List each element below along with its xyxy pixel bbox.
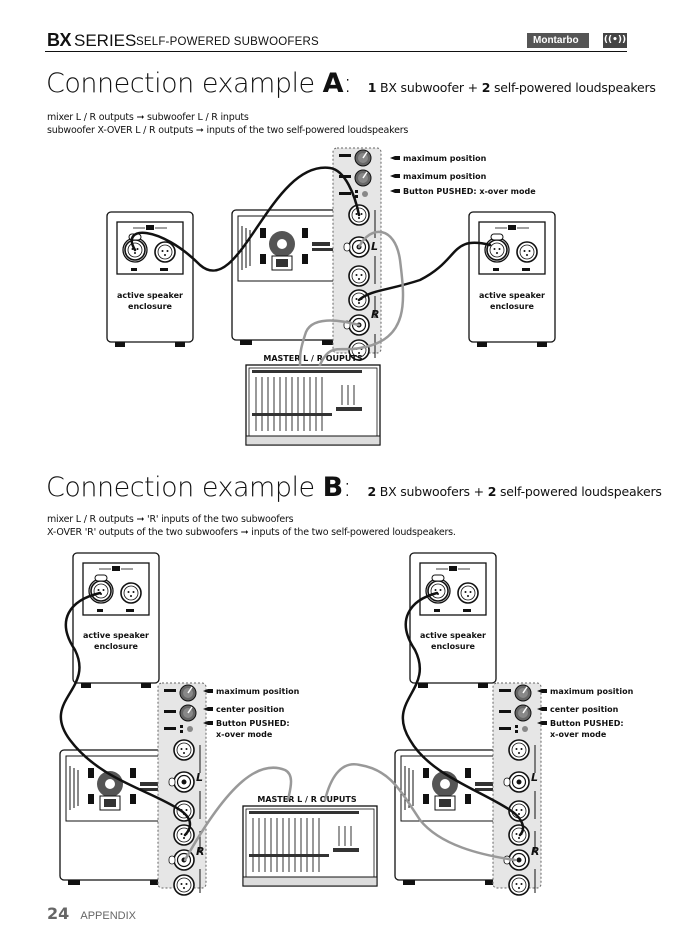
annotation-a-1: maximum position <box>390 154 487 163</box>
speaker-label-1: active speaker <box>83 631 149 640</box>
header-subtitle: SELF-POWERED SUBWOOFERS <box>136 36 319 48</box>
section-a-subtitle: 1 BX subwoofer + 2 self-powered loudspea… <box>368 80 656 95</box>
subtitle-part-1: BX subwoofer + <box>376 80 482 95</box>
speaker-label-1: active speaker <box>117 291 183 300</box>
subwoofer-a <box>231 209 343 346</box>
series-name-light: SERIES <box>74 31 137 50</box>
title-colon: : <box>342 472 352 503</box>
panel-label-right: R <box>196 845 204 858</box>
annotation-text: maximum position <box>403 172 487 181</box>
section-b-subtitle: 2 BX subwoofers + 2 self-powered loudspe… <box>367 484 661 499</box>
section-a-title: Connection example A: 1 BX subwoofer + 2… <box>46 68 656 99</box>
page-footer: 24 APPENDIX <box>47 904 136 923</box>
annotation-b-left-3: Button PUSHED: x-over mode <box>203 719 290 739</box>
count-2: 2 <box>481 80 491 95</box>
subwoofer-right-b <box>394 749 506 886</box>
cable-xover-left <box>130 166 361 272</box>
subtitle-part-2: self-powered loudspeakers <box>490 80 656 95</box>
title-text: Connection example <box>46 68 323 99</box>
annotation-text: maximum position <box>216 687 300 696</box>
speaker-label-1: active speaker <box>420 631 486 640</box>
cables-b <box>59 591 525 862</box>
annotation-b-right-1: maximum position <box>537 687 634 696</box>
panel-label-right: R <box>371 308 379 321</box>
annotation-b-right-3: Button PUSHED: x-over mode <box>537 719 624 739</box>
title-colon: : <box>343 68 352 99</box>
desc-line: subwoofer X-OVER L / R outputs ➞ inputs … <box>47 125 409 136</box>
desc-line: mixer L / R outputs ➞ 'R' inputs of the … <box>47 514 294 525</box>
count-1: 2 <box>367 484 376 499</box>
cable-mixer-right <box>298 319 361 367</box>
panel-label-left: L <box>531 771 538 784</box>
desc-line: mixer L / R outputs ➞ subwoofer L / R in… <box>47 112 249 123</box>
page-header: BX SERIES SELF-POWERED SUBWOOFERS Montar… <box>45 30 627 52</box>
subtitle-part-2: self-powered loudspeakers <box>496 484 662 499</box>
cable-xover-left-b <box>59 591 192 837</box>
title-letter: B <box>322 472 344 503</box>
speaker-left-a <box>107 212 193 347</box>
annotation-text: center position <box>216 705 285 714</box>
diagram-b: active speaker enclosure L R active spea… <box>59 553 634 895</box>
panel-label-right: R <box>531 845 539 858</box>
annotation-text: maximum position <box>550 687 634 696</box>
subtitle-part-1: BX subwoofers + <box>375 484 488 499</box>
mixer-b <box>242 805 378 887</box>
cable-mixer-right-b <box>323 763 517 862</box>
speaker-label-2: enclosure <box>94 642 139 651</box>
speaker-right-b <box>410 553 496 688</box>
panel-label-left: L <box>371 240 378 253</box>
cable-mixer-left <box>318 230 405 367</box>
annotation-a-3: Button PUSHED: x-over mode <box>390 187 536 196</box>
panel-label-left: L <box>196 771 203 784</box>
control-panel-left-b: L R <box>158 683 206 895</box>
title-text: Connection example <box>46 472 323 503</box>
brand-logo: Montarbo <box>527 33 589 48</box>
annotation-text: maximum position <box>403 154 487 163</box>
section-b-description: mixer L / R outputs ➞ 'R' inputs of the … <box>47 513 456 539</box>
annotation-b-left-2: center position <box>203 705 285 714</box>
speaker-waves-icon: ((•)) <box>603 33 627 48</box>
annotation-text: x-over mode <box>550 730 607 739</box>
speaker-label-2: enclosure <box>431 642 476 651</box>
speaker-label-1: active speaker <box>479 291 545 300</box>
section-name: APPENDIX <box>80 910 136 922</box>
cable-mixer-left-b <box>183 766 293 862</box>
count-2: 2 <box>487 484 497 499</box>
desc-line: X-OVER 'R' outputs of the two subwoofers… <box>47 527 456 538</box>
mixer-label: MASTER L / R OUPUTS <box>257 795 356 804</box>
cable-xover-right <box>357 241 492 302</box>
series-name-bold: BX <box>47 30 72 50</box>
diagram-a: active speaker enclosure L R active spea… <box>107 148 555 446</box>
annotation-text: Button PUSHED: x-over mode <box>403 187 536 196</box>
subwoofer-left-b <box>59 749 171 886</box>
annotation-b-right-2: center position <box>537 705 619 714</box>
control-panel-a: L R <box>333 148 381 360</box>
speaker-label-2: enclosure <box>490 302 535 311</box>
control-panel-right-b: L R <box>493 683 541 895</box>
speaker-left-b <box>73 553 159 688</box>
speaker-label-2: enclosure <box>128 302 173 311</box>
mixer-a <box>245 364 381 446</box>
annotation-text: Button PUSHED: <box>550 719 624 728</box>
cables-a <box>130 166 492 367</box>
count-1: 1 <box>367 80 377 95</box>
speaker-right-a <box>469 212 555 347</box>
annotation-text: Button PUSHED: <box>216 719 290 728</box>
annotation-b-left-1: maximum position <box>203 687 300 696</box>
section-b-title: Connection example B: 2 BX subwoofers + … <box>46 472 662 503</box>
cable-xover-right-b <box>401 591 525 837</box>
mixer-label: MASTER L / R OUPUTS <box>263 354 362 363</box>
title-letter: A <box>322 68 344 99</box>
annotation-text: x-over mode <box>216 730 273 739</box>
page-number: 24 <box>47 904 70 923</box>
annotation-a-2: maximum position <box>390 172 487 181</box>
annotation-text: center position <box>550 705 619 714</box>
section-a-description: mixer L / R outputs ➞ subwoofer L / R in… <box>47 111 408 137</box>
